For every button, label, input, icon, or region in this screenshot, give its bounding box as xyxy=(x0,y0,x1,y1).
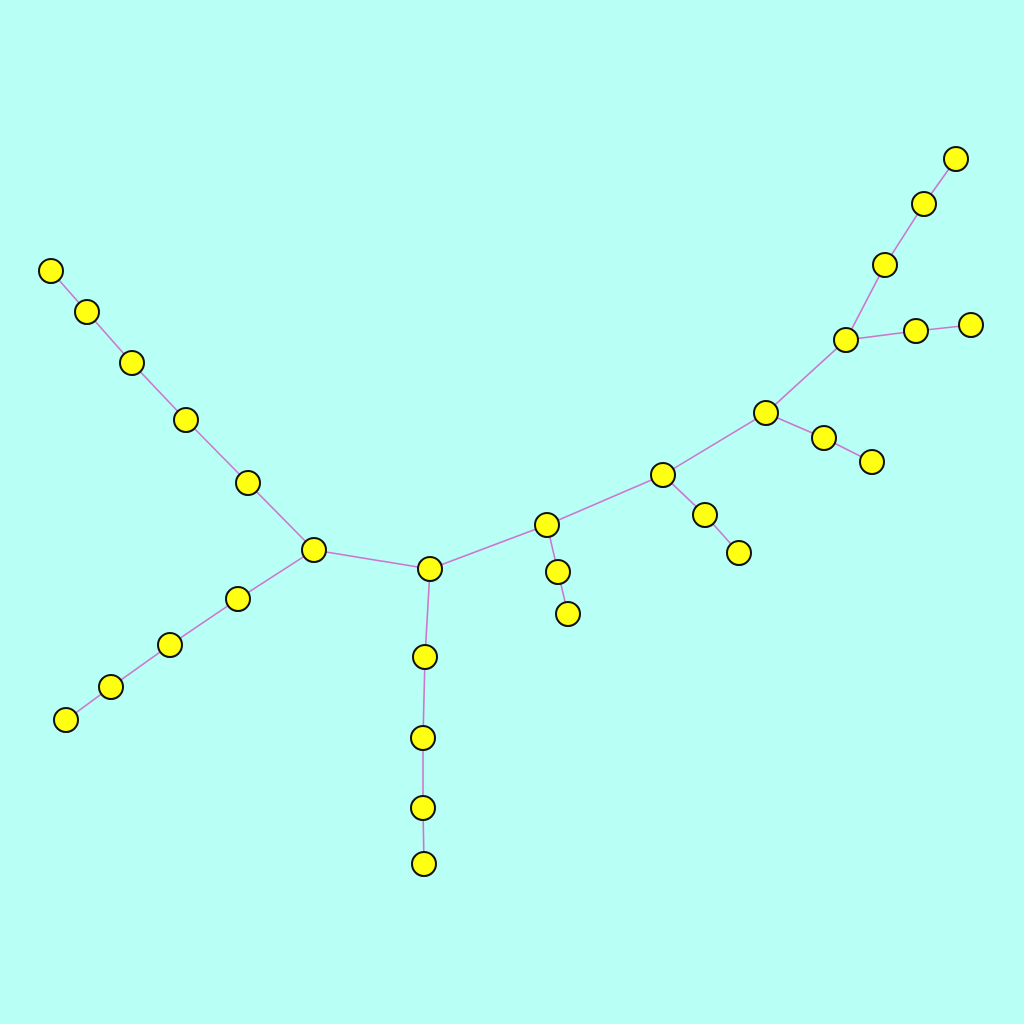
edge-n5-n10 xyxy=(237,549,315,600)
node-n26[interactable] xyxy=(911,191,937,217)
edge-n6-n14 xyxy=(424,568,431,658)
node-n4[interactable] xyxy=(235,470,261,496)
edge-n10-n11 xyxy=(169,598,239,646)
node-n16[interactable] xyxy=(410,795,436,821)
node-n1[interactable] xyxy=(74,299,100,325)
node-n19[interactable] xyxy=(555,601,581,627)
edge-n8-n9 xyxy=(662,412,767,476)
node-n2[interactable] xyxy=(119,350,145,376)
node-n12[interactable] xyxy=(98,674,124,700)
node-n21[interactable] xyxy=(726,540,752,566)
node-n14[interactable] xyxy=(412,644,438,670)
node-n23[interactable] xyxy=(859,449,885,475)
node-n13[interactable] xyxy=(53,707,79,733)
node-n20[interactable] xyxy=(692,502,718,528)
node-n0[interactable] xyxy=(38,258,64,284)
node-n5[interactable] xyxy=(301,537,327,563)
edge-n5-n6 xyxy=(313,549,431,570)
node-n18[interactable] xyxy=(545,559,571,585)
node-n10[interactable] xyxy=(225,586,251,612)
node-n24[interactable] xyxy=(833,327,859,353)
edge-n4-n5 xyxy=(247,482,315,551)
node-n29[interactable] xyxy=(958,312,984,338)
edge-n7-n8 xyxy=(546,474,664,526)
node-n17[interactable] xyxy=(411,851,437,877)
edge-n3-n4 xyxy=(185,419,249,484)
edge-n9-n24 xyxy=(765,339,847,414)
node-n8[interactable] xyxy=(650,462,676,488)
node-n11[interactable] xyxy=(157,632,183,658)
node-n9[interactable] xyxy=(753,400,779,426)
node-n15[interactable] xyxy=(410,725,436,751)
node-n27[interactable] xyxy=(943,146,969,172)
node-n6[interactable] xyxy=(417,556,443,582)
edge-n2-n3 xyxy=(131,362,187,421)
edge-n6-n7 xyxy=(429,524,548,570)
node-layer xyxy=(38,146,984,877)
edge-n14-n15 xyxy=(422,656,426,739)
node-n28[interactable] xyxy=(903,318,929,344)
node-n7[interactable] xyxy=(534,512,560,538)
node-n22[interactable] xyxy=(811,425,837,451)
node-n25[interactable] xyxy=(872,252,898,278)
node-n3[interactable] xyxy=(173,407,199,433)
edge-n24-n25 xyxy=(845,264,886,341)
